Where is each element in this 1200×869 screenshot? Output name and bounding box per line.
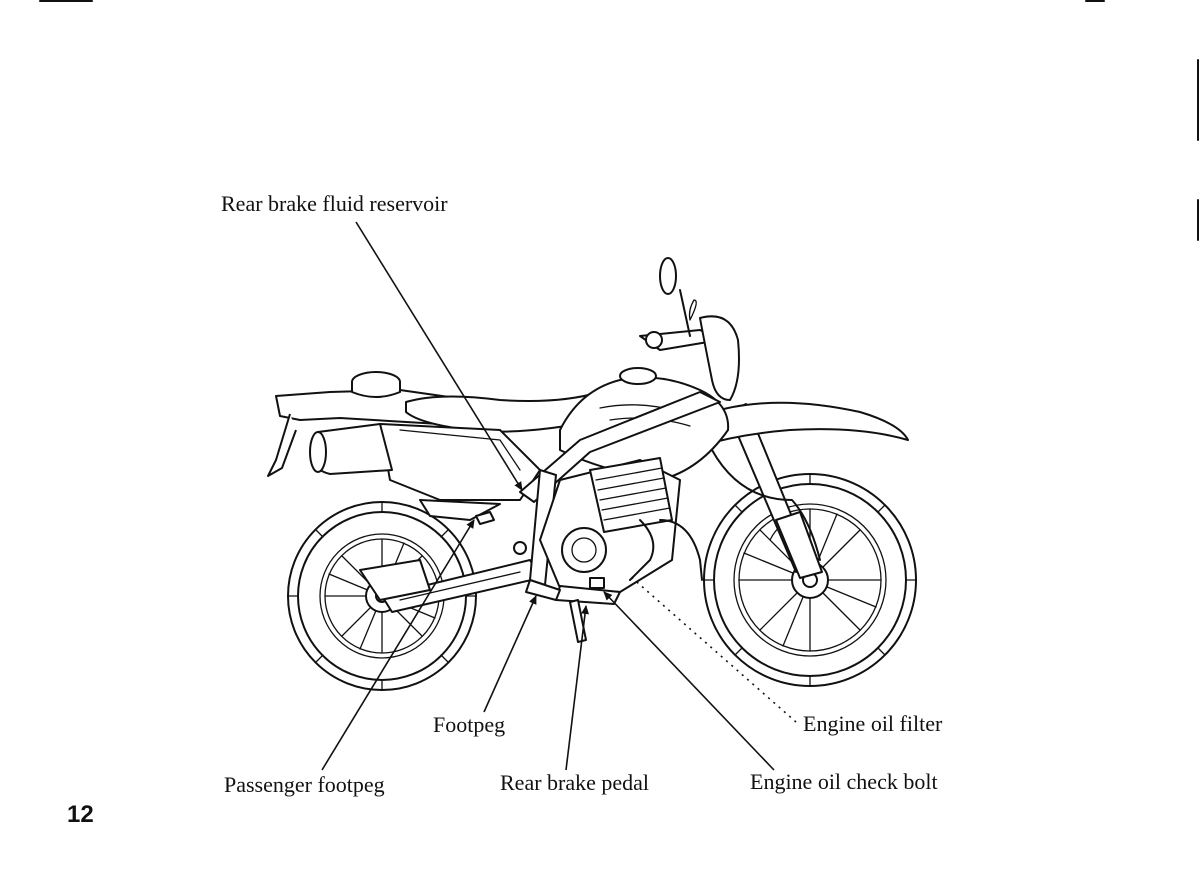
leader-passenger-footpeg (321, 519, 475, 771)
label-footpeg: Footpeg (433, 712, 506, 737)
label-rear-brake-pedal: Rear brake pedal (500, 770, 650, 795)
crop-marks (39, 0, 1199, 241)
leader-rear-brake-pedal (565, 605, 590, 771)
front-wheel (703, 473, 917, 687)
front-fork (689, 401, 909, 579)
handlebar (639, 257, 740, 401)
label-engine-oil-filter: Engine oil filter (803, 711, 943, 736)
label-rear-brake-fluid-reservoir: Rear brake fluid reservoir (221, 191, 448, 216)
leader-engine-oil-check-bolt (603, 591, 775, 771)
swingarm (359, 559, 541, 613)
engine (539, 457, 703, 605)
leader-engine-oil-filter (629, 575, 797, 723)
label-engine-oil-check-bolt: Engine oil check bolt (750, 769, 938, 794)
page-number: 12 (67, 801, 94, 828)
label-passenger-footpeg: Passenger footpeg (224, 772, 385, 797)
leader-lines (321, 221, 797, 771)
leader-rear-brake-fluid-reservoir (355, 221, 523, 491)
body-panels (267, 367, 730, 586)
leader-footpeg (483, 595, 537, 713)
